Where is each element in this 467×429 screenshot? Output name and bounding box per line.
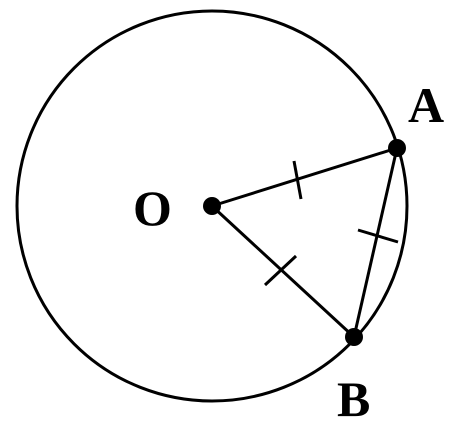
label-b: B (337, 371, 370, 427)
tick-mark-oa (292, 160, 303, 200)
tick-mark-ob (263, 254, 298, 287)
point-b (345, 328, 363, 346)
segment-ob (210, 204, 356, 339)
point-a (388, 139, 406, 157)
segment-oa (211, 146, 398, 208)
label-o: O (133, 180, 172, 236)
circle (15, 9, 409, 403)
point-o (203, 197, 221, 215)
segment-ab (352, 147, 399, 338)
label-a: A (408, 77, 444, 133)
tick-mark-ab (357, 228, 399, 244)
